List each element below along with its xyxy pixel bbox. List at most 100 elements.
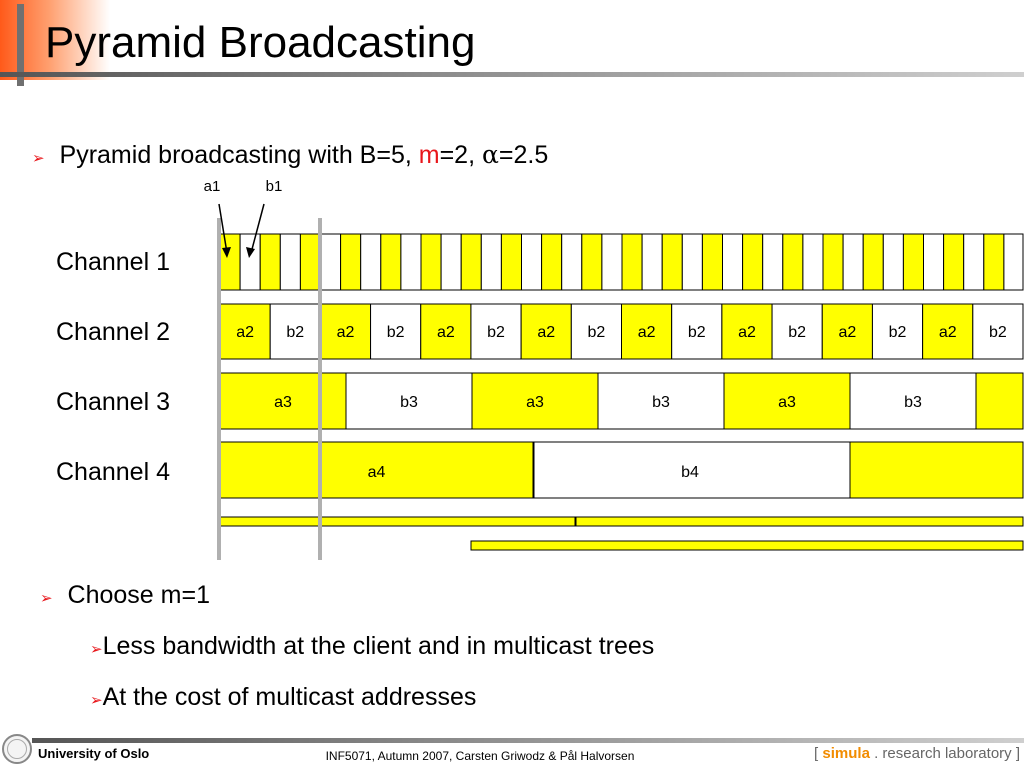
channel-3-segment [219,372,347,430]
footer-university: University of Oslo [38,746,150,761]
channel-2-segment-label: a2 [939,324,957,341]
channel-1-segment-a1 [500,233,522,291]
university-seal-inner [7,739,27,759]
sub-bullet-2-text: At the cost of multicast addresses [102,683,477,711]
channel-2-segment [370,303,422,360]
channel-1-segment-b1 [802,233,824,291]
channel-4-segment [219,441,534,499]
channel-3-label: Channel 3 [56,388,170,416]
channel-1-segment-b1 [681,233,703,291]
channel-3-segment [597,372,725,430]
pointer-arrow-a1 [218,203,228,254]
title-underline [0,72,1024,77]
footer-lab-rest: . research laboratory ] [869,745,1020,762]
channel-3-segment-label: b3 [904,394,922,411]
channel-2-segment-label: a2 [437,324,455,341]
channel-3-segment [345,372,473,430]
pointer-label-a1: a1 [204,178,221,195]
channel-3-segment-label: a3 [526,394,544,411]
pointer-arrowhead-a1 [222,247,231,258]
bullet-choose: ➢ Choose m=1 [40,580,210,614]
channel-1-segment-a1 [782,233,804,291]
channel-1-segment-a1 [380,233,402,291]
channel-1-segment-b1 [320,233,342,291]
channel-1-segment-a1 [460,233,482,291]
channel-4-segment [533,441,851,499]
channel-1-segment-a1 [420,233,442,291]
channel-2-segment-label: a2 [638,324,656,341]
channel-2-segment [219,303,271,360]
channel-1-segment-b1 [641,233,663,291]
bullet-arrow-icon: ➢ [40,590,53,607]
sub-bullet-arrow-icon: ➢ [90,641,103,658]
footer-lab-open: [ [814,745,823,762]
channel-1-segment-b1 [561,233,583,291]
channel-1-segment-b1 [762,233,784,291]
channel-4-segment-label: a4 [368,464,386,481]
channel-1-segment-a1 [621,233,643,291]
channel-1-label: Channel 1 [56,248,170,276]
slide-title: Pyramid Broadcasting [45,18,476,67]
channel-1-segment-b1 [480,233,502,291]
channel-2-segment-label: a2 [537,324,555,341]
channel-2-segment [721,303,773,360]
channel-1-segment-a1 [822,233,844,291]
channel-2-label: Channel 2 [56,318,170,346]
channel-1-segment-a1 [299,233,321,291]
bullet-main-alpha: α [481,140,499,169]
channel-3-segment-label: b3 [400,394,418,411]
channel-1-segment-b1 [842,233,864,291]
channel-2-segment-label: b2 [286,324,304,341]
footer-lab-logo: [ simula . research laboratory ] [814,745,1020,762]
channel-1-segment-a1 [340,233,362,291]
channel-1-segment-b1 [440,233,462,291]
channel-4-segment-continuation [849,441,1024,499]
channel-3-segment-label: a3 [778,394,796,411]
channel-2-segment-label: a2 [838,324,856,341]
channel-1-segment-a1 [983,233,1005,291]
continuation-bars [219,516,1024,551]
channel-1-segment-a1 [902,233,925,291]
bullet-main-m: m [418,141,440,169]
channel-2-segment [871,303,924,360]
channel-5-segment [575,516,1024,527]
channel-5-segment [219,516,576,527]
channel-3-segment-label: b3 [652,394,670,411]
channel-1-segment-b1 [963,233,985,291]
channel-3-segment-label: a3 [274,394,292,411]
footer-lab-brand: simula [822,745,870,762]
pointer-arrowhead-b1 [246,247,255,258]
pointer-label-b1: b1 [266,178,283,195]
channel-1-segment-a1 [943,233,965,291]
channel-3-segment [471,372,599,430]
footer-course: INF5071, Autumn 2007, Carsten Griwodz & … [325,749,635,763]
sub-bullet-1-text: Less bandwidth at the client and in mult… [102,632,655,660]
bullet-choose-text: Choose m=1 [67,581,210,609]
channel-1-segment-b1 [882,233,904,291]
channel-1-segment-a1 [259,233,281,291]
sub-bullet-arrow-icon: ➢ [90,692,103,709]
channel-2-segment [621,303,673,360]
channel-6-segment [470,540,1024,551]
channel-3-segment [849,372,977,430]
sub-bullet-2: ➢At the cost of multicast addresses [90,682,476,716]
channel-2-segment-label: b2 [588,324,606,341]
channel-2-segment [570,303,622,360]
channel-2-segment-label: b2 [889,324,907,341]
channel-3-segment-continuation [975,372,1024,430]
channel-1-segment-b1 [360,233,382,291]
channel-2-segment [420,303,472,360]
channel-1-segment-a1 [862,233,884,291]
bullet-arrow-icon: ➢ [32,150,45,167]
channel-2-segment-label: a2 [337,324,355,341]
bullet-main-text: Pyramid broadcasting with B=5, [59,141,419,169]
channel-2-segment-label: a2 [738,324,756,341]
channel-2-segment-label: b2 [688,324,706,341]
channel-2-segment [922,303,974,360]
channel-2-segment-label: b2 [788,324,806,341]
channel-1-segment-b1 [279,233,301,291]
channel-3-segment [723,372,851,430]
channel-3-row: a3 b3 a3 b3 a3 b3 [219,372,1024,430]
